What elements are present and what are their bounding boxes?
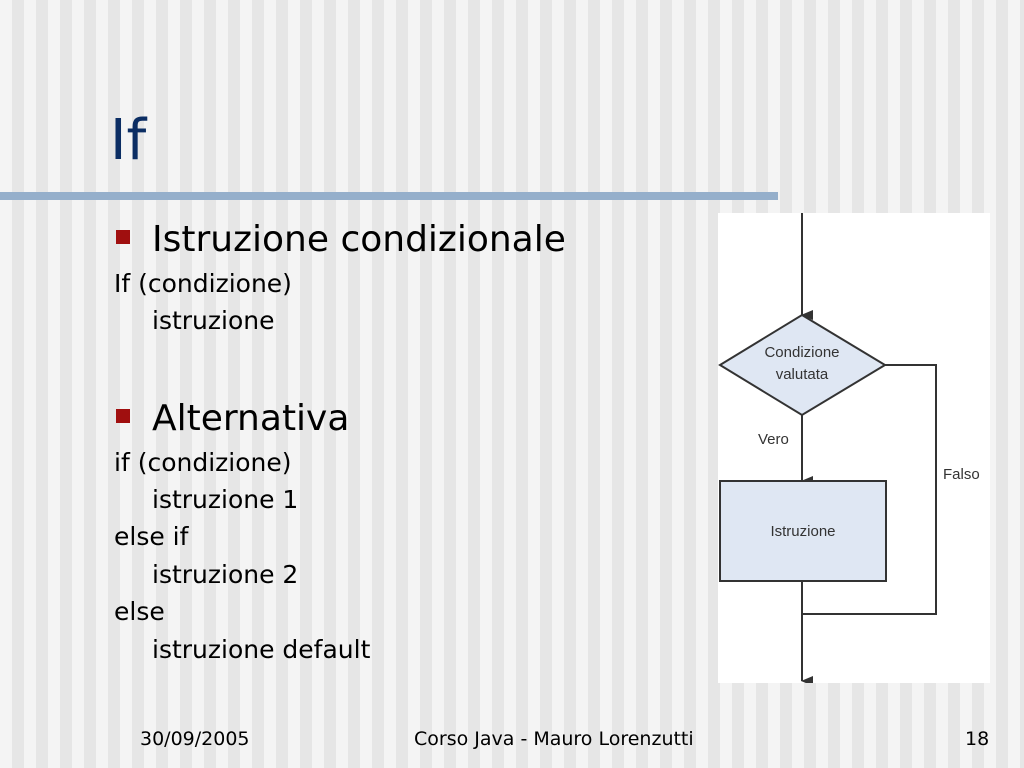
bullet-heading-conditional: Istruzione condizionale [116,218,566,262]
code-line: istruzione default [152,635,371,664]
code-line: else [114,597,165,626]
decision-diamond [718,313,887,417]
slide-title: If [110,108,147,173]
bullet-heading-text: Istruzione condizionale [152,219,566,260]
title-divider [0,192,778,200]
code-line: istruzione 1 [152,485,299,514]
decision-label-line2: valutata [776,366,829,383]
true-label: Vero [758,431,789,448]
code-line: istruzione [152,306,275,335]
process-label: Istruzione [770,523,835,540]
footer-date: 30/09/2005 [140,728,250,750]
bullet-heading-text: Alternativa [152,398,350,439]
code-line: istruzione 2 [152,560,299,589]
square-bullet-icon [116,230,130,244]
code-line: if (condizione) [114,448,292,477]
flowchart: Condizione valutata Vero Istruzione Fals… [718,213,990,683]
bullet-heading-alternative: Alternativa [116,397,349,441]
code-line: If (condizione) [114,269,292,298]
footer-course: Corso Java - Mauro Lorenzutti [414,728,694,750]
false-label: Falso [943,466,980,483]
code-line: else if [114,522,189,551]
footer-page-number: 18 [965,728,990,750]
decision-label-line1: Condizione [764,344,839,361]
false-path [802,364,937,615]
square-bullet-icon [116,409,130,423]
process-box [719,480,887,582]
